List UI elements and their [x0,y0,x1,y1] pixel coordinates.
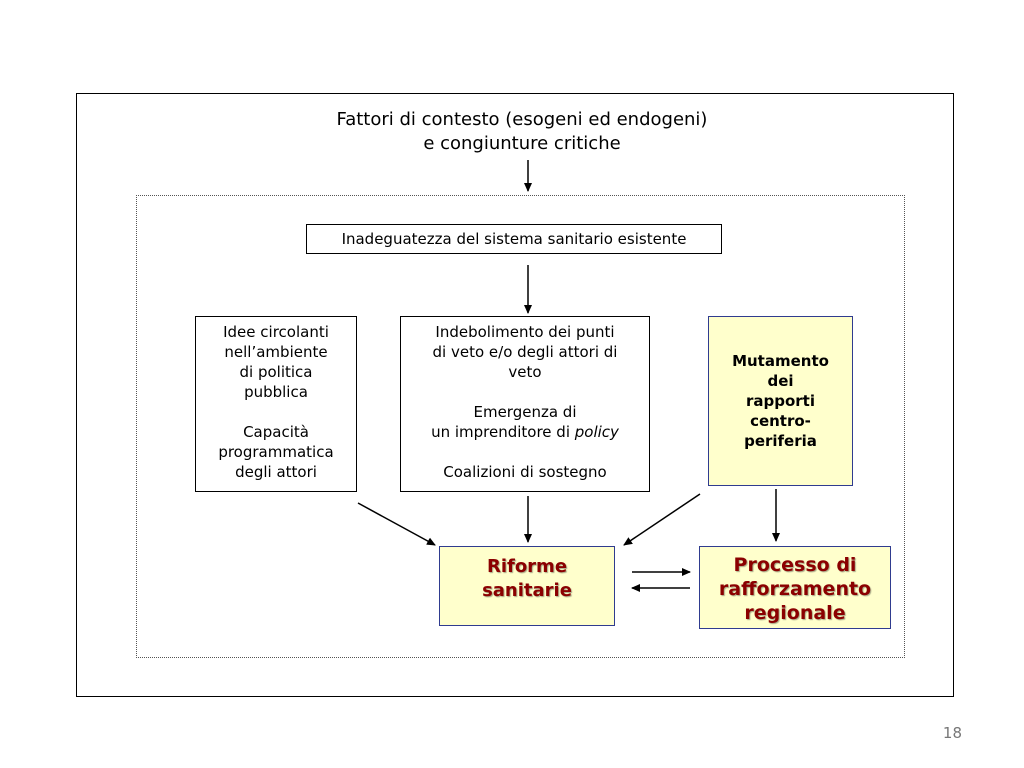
box-inadeguatezza-label: Inadeguatezza del sistema sanitario esis… [341,230,687,248]
outer-frame [76,93,954,697]
box-riforme: Riforme sanitarie [439,546,615,626]
diagram-title: Fattori di contesto (esogeni ed endogeni… [270,108,774,156]
title-line-2: e congiunture critiche [423,133,621,154]
title-line-1: Fattori di contesto (esogeni ed endogeni… [336,109,708,130]
dotted-frame [136,195,905,658]
box-inadeguatezza: Inadeguatezza del sistema sanitario esis… [306,224,722,254]
indeb-line-5-prefix: un imprenditore di [431,423,575,441]
mut-line-2: dei [767,372,794,390]
processo-line-1: Processo di [733,554,857,576]
idee-line-2: nell’ambiente [224,343,328,361]
mut-line-1: Mutamento [732,352,829,370]
indeb-line-1: Indebolimento dei punti [435,323,615,341]
indeb-line-5: un imprenditore di policy [401,422,649,442]
box-processo: Processo di rafforzamento regionale [699,546,891,629]
page-number: 18 [942,724,962,742]
indeb-line-4: Emergenza di [473,403,577,421]
box-idee-circolanti: Idee circolanti nell’ambiente di politic… [195,316,357,492]
riforme-line-1: Riforme [486,556,568,577]
mut-line-4: centro- [750,412,811,430]
idee-line-3: di politica [239,363,313,381]
indeb-line-2: di veto e/o degli attori di [432,343,618,361]
processo-line-3: regionale [744,602,846,624]
idee-line-7: degli attori [235,463,317,481]
idee-line-4: pubblica [244,383,308,401]
mut-line-5: periferia [744,432,817,450]
idee-line-5: Capacità [243,423,309,441]
processo-line-2: rafforzamento [718,578,872,600]
idee-line-6: programmatica [218,443,334,461]
idee-line-1: Idee circolanti [223,323,329,341]
indeb-line-5-italic: policy [574,423,619,441]
indeb-line-6: Coalizioni di sostegno [443,463,607,481]
box-indebolimento: Indebolimento dei punti di veto e/o degl… [400,316,650,492]
indeb-line-3: veto [508,363,542,381]
riforme-line-2: sanitarie [482,580,572,601]
box-mutamento: Mutamento dei rapporti centro- periferia [708,316,853,486]
mut-line-3: rapporti [745,392,815,410]
